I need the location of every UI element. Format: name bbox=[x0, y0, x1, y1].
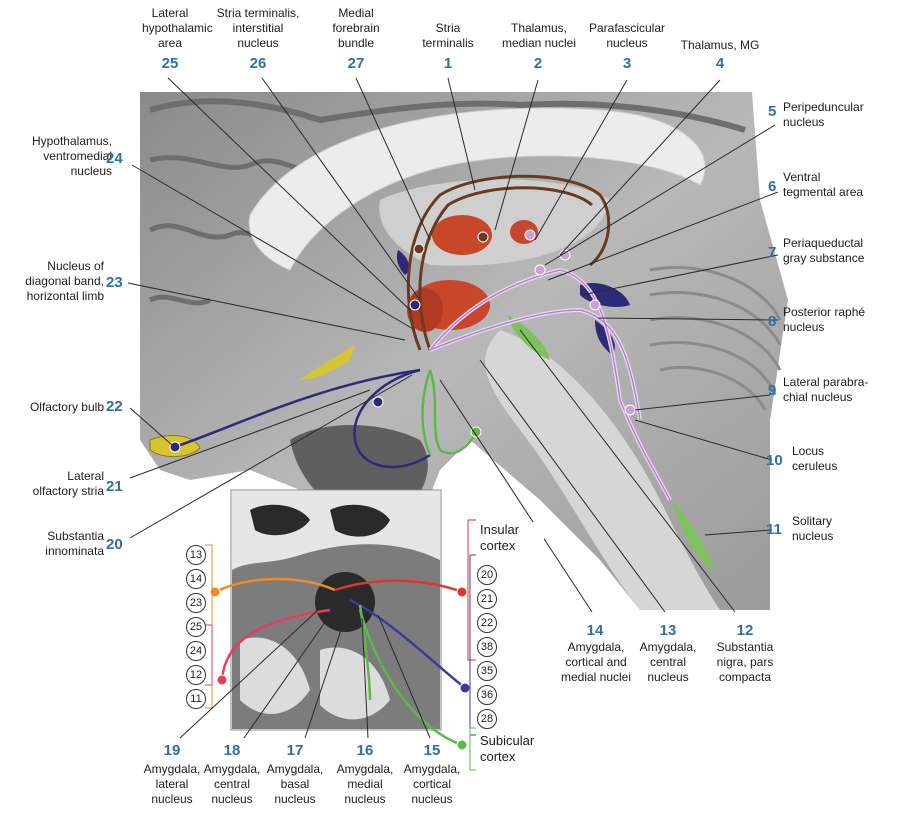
number-5: 5 bbox=[768, 103, 777, 120]
inset-ref-left: 25 bbox=[186, 617, 206, 637]
label-19: Amygdala, lateral nucleus bbox=[143, 762, 201, 806]
label-15: Amygdala, cortical nucleus bbox=[403, 762, 461, 806]
number-22: 22 bbox=[106, 398, 123, 415]
label-2: Thalamus, median nuclei bbox=[501, 21, 577, 50]
number-4: 4 bbox=[715, 55, 725, 72]
inset-ref-left: 13 bbox=[186, 545, 206, 565]
number-27: 27 bbox=[347, 55, 365, 72]
number-17: 17 bbox=[286, 742, 304, 759]
inset-leader-lines bbox=[179, 609, 431, 739]
number-3: 3 bbox=[622, 55, 632, 72]
number-6: 6 bbox=[768, 178, 777, 195]
label-17: Amygdala, basal nucleus bbox=[266, 762, 324, 806]
insular-cortex-label: Insular cortex bbox=[480, 522, 544, 554]
number-25: 25 bbox=[161, 55, 179, 72]
number-23: 23 bbox=[106, 274, 123, 291]
label-23: Nucleus of diagonal band, horizontal lim… bbox=[25, 259, 104, 303]
inset-ref-right: 21 bbox=[477, 589, 497, 609]
number-14: 14 bbox=[586, 622, 604, 639]
label-27: Medial forebrain bundle bbox=[332, 6, 380, 50]
label-14: Amygdala, cortical and medial nuclei bbox=[560, 640, 632, 684]
inset-brackets bbox=[205, 519, 476, 771]
inset-ref-left: 14 bbox=[186, 569, 206, 589]
number-19: 19 bbox=[163, 742, 181, 759]
number-20: 20 bbox=[106, 536, 123, 553]
inset-pathways bbox=[214, 577, 466, 747]
label-7: Periaqueductal gray substance bbox=[783, 236, 865, 265]
number-12: 12 bbox=[736, 622, 754, 639]
label-3: Parafascicular nucleus bbox=[588, 21, 666, 50]
inset-ref-left: 11 bbox=[186, 689, 206, 709]
label-8: Posterior raphé nucleus bbox=[783, 305, 866, 334]
number-18: 18 bbox=[223, 742, 241, 759]
inset-ref-left: 12 bbox=[186, 665, 206, 685]
label-12: Substantia nigra, pars compacta bbox=[716, 640, 774, 684]
inset-ref-right: 20 bbox=[477, 565, 497, 585]
number-21: 21 bbox=[106, 478, 123, 495]
label-6: Ventral tegmental area bbox=[783, 170, 864, 199]
label-5: Peripeduncular nucleus bbox=[783, 100, 864, 129]
label-10: Locus ceruleus bbox=[792, 444, 838, 473]
label-26: Stria terminalis, interstitial nucleus bbox=[216, 6, 300, 50]
label-20: Substantia innominata bbox=[45, 529, 104, 558]
number-24: 24 bbox=[106, 150, 123, 167]
thalamic-nuclei bbox=[149, 215, 715, 570]
number-15: 15 bbox=[423, 742, 441, 759]
number-8: 8 bbox=[768, 313, 777, 330]
subicular-cortex-label: Subicular cortex bbox=[480, 733, 548, 765]
ventral-pathway bbox=[174, 368, 431, 469]
number-9: 9 bbox=[768, 382, 777, 399]
label-1: Stria terminalis bbox=[422, 21, 474, 50]
number-1: 1 bbox=[443, 55, 453, 72]
number-26: 26 bbox=[249, 55, 267, 72]
label-21: Lateral olfactory stria bbox=[32, 469, 104, 498]
inset-ref-right: 28 bbox=[477, 709, 497, 729]
inset-ref-left: 24 bbox=[186, 641, 206, 661]
leader-lines bbox=[127, 77, 779, 613]
label-24: Hypothalamus, ventromedial nucleus bbox=[31, 134, 112, 178]
label-22: Olfactory bulb bbox=[29, 400, 104, 414]
label-9: Lateral parabra- chial nucleus bbox=[783, 375, 869, 404]
label-18: Amygdala, central nucleus bbox=[203, 762, 261, 806]
inset-coronal-section bbox=[230, 489, 442, 731]
label-25: Lateral hypothalamic area bbox=[142, 6, 213, 50]
label-4: Thalamus, MG bbox=[680, 38, 760, 52]
inset-ref-right: 38 bbox=[477, 637, 497, 657]
number-7: 7 bbox=[768, 244, 777, 261]
label-13: Amygdala, central nucleus bbox=[639, 640, 697, 684]
number-16: 16 bbox=[356, 742, 374, 759]
pathway-dots bbox=[169, 229, 636, 453]
number-13: 13 bbox=[659, 622, 677, 639]
stria-terminalis-pathway bbox=[406, 174, 611, 351]
inset-ref-right: 35 bbox=[477, 661, 497, 681]
number-10: 10 bbox=[766, 452, 783, 469]
inset-ref-right: 36 bbox=[477, 685, 497, 705]
label-11: Solitary nucleus bbox=[792, 514, 834, 543]
green-pathway bbox=[421, 369, 478, 456]
number-11: 11 bbox=[766, 521, 782, 538]
inset-ref-right: 22 bbox=[477, 613, 497, 633]
inset-ref-left: 23 bbox=[186, 593, 206, 613]
label-16: Amygdala, medial nucleus bbox=[336, 762, 394, 806]
number-2: 2 bbox=[533, 55, 543, 72]
